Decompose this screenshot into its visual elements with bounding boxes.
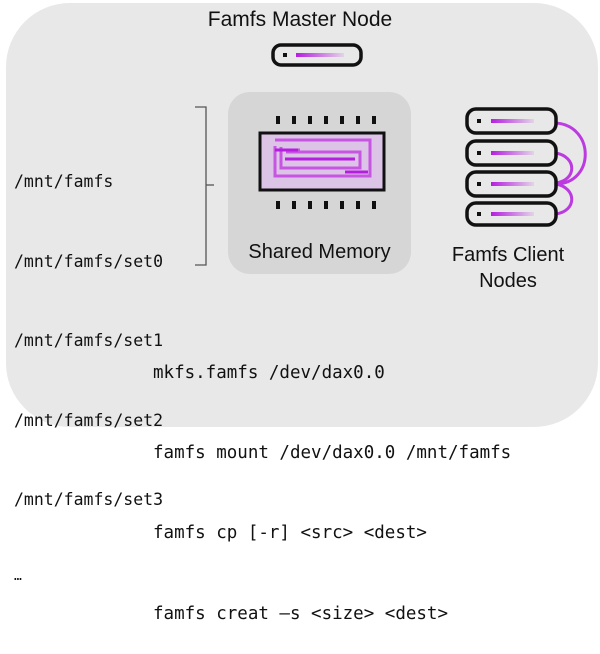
path-item: /mnt/famfs/set1 bbox=[14, 331, 164, 350]
command-line: mkfs.famfs /dev/dax0.0 bbox=[153, 362, 385, 383]
client-server-3 bbox=[465, 170, 558, 198]
shared-memory-label: Shared Memory bbox=[248, 241, 391, 263]
server-stack-icon bbox=[465, 107, 587, 227]
memory-chip-icon bbox=[258, 116, 386, 209]
path-item: /mnt/famfs bbox=[14, 172, 114, 191]
master-server-icon bbox=[271, 43, 363, 67]
path-item: /mnt/famfs/set2 bbox=[14, 410, 164, 430]
command-line: famfs cp [-r] <src> <dest> bbox=[153, 523, 427, 544]
client-server-1 bbox=[465, 107, 558, 135]
path-item: … bbox=[14, 568, 22, 584]
path-item: /mnt/famfs/set3 bbox=[14, 490, 164, 509]
command-line: famfs mount /dev/dax0.0 /mnt/famfs bbox=[153, 442, 512, 463]
client-server-2 bbox=[465, 139, 558, 167]
master-node-label: Famfs Master Node bbox=[207, 8, 393, 31]
path-item: /mnt/famfs/set0 bbox=[14, 251, 164, 271]
client-server-4 bbox=[465, 201, 558, 227]
client-nodes-label-line1: Famfs Client bbox=[451, 244, 565, 266]
command-line: famfs creat –s <size> <dest> bbox=[153, 603, 449, 624]
client-nodes-label-line2: Nodes bbox=[479, 270, 537, 292]
bracket-icon bbox=[195, 106, 214, 266]
diagram-graphics bbox=[195, 43, 587, 266]
client-nodes-label: Famfs Client Nodes bbox=[430, 242, 586, 294]
